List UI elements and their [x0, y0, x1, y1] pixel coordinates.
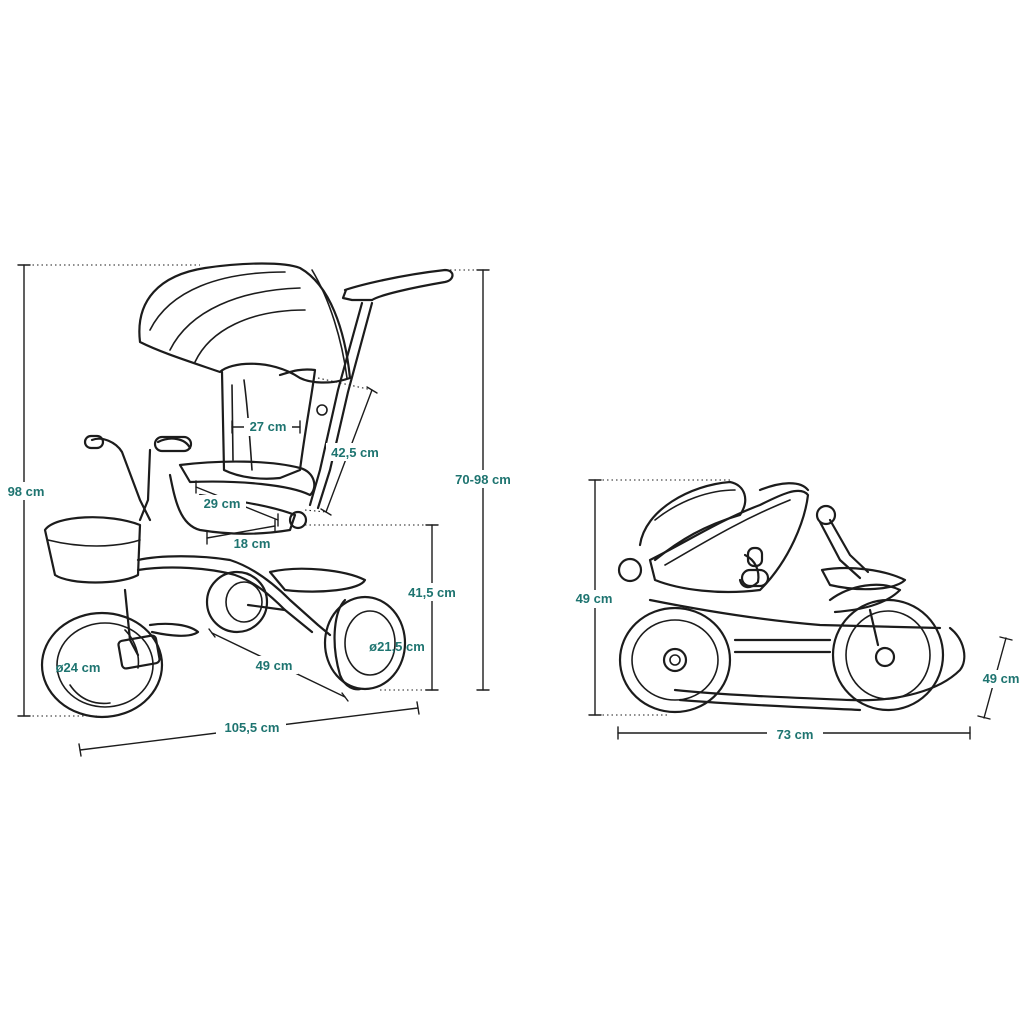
folded-front-wheel [831, 598, 945, 712]
label-height-total: 98 cm [8, 484, 45, 499]
push-handle [343, 268, 454, 302]
rear-wheel-back [205, 570, 287, 634]
safety-bar [178, 460, 316, 497]
dimension-labels: 98 cm 27 cm 42,5 cm 70-98 cm 29 cm 18 cm… [2, 418, 1024, 743]
seat-backrest [220, 368, 317, 480]
assembled-dimension-lines [17, 264, 490, 757]
label-seat-width: 29 cm [204, 496, 241, 511]
label-seat-height: 41,5 cm [408, 585, 456, 600]
frame [136, 555, 332, 637]
label-folded-length: 73 cm [777, 727, 814, 742]
label-folded-height: 49 cm [576, 591, 613, 606]
folded-seat [648, 489, 810, 594]
label-width: 49 cm [256, 658, 293, 673]
label-front-wheel: ø24 cm [56, 660, 101, 675]
seat [168, 473, 297, 535]
label-rear-wheel: ø21,5 cm [369, 639, 425, 654]
front-wheel [40, 588, 200, 719]
label-folded-width: 49 cm [983, 671, 1020, 686]
folded-rear-wheel [618, 606, 732, 714]
footrest [268, 567, 367, 593]
rear-wheel-front [323, 595, 407, 691]
front-basket [43, 516, 142, 584]
folded-frame [648, 598, 942, 630]
canopy [138, 262, 352, 384]
label-canopy-width: 27 cm [250, 419, 287, 434]
folded-canopy [638, 480, 747, 562]
label-length: 105,5 cm [225, 720, 280, 735]
folded-tricycle-drawing [617, 480, 966, 714]
folded-handlebar [738, 553, 760, 589]
label-backrest-height: 42,5 cm [331, 445, 379, 460]
handlebar [90, 437, 152, 522]
label-handle-height: 70-98 cm [455, 472, 511, 487]
label-seat-depth: 18 cm [234, 536, 271, 551]
assembled-tricycle-drawing [40, 262, 454, 719]
